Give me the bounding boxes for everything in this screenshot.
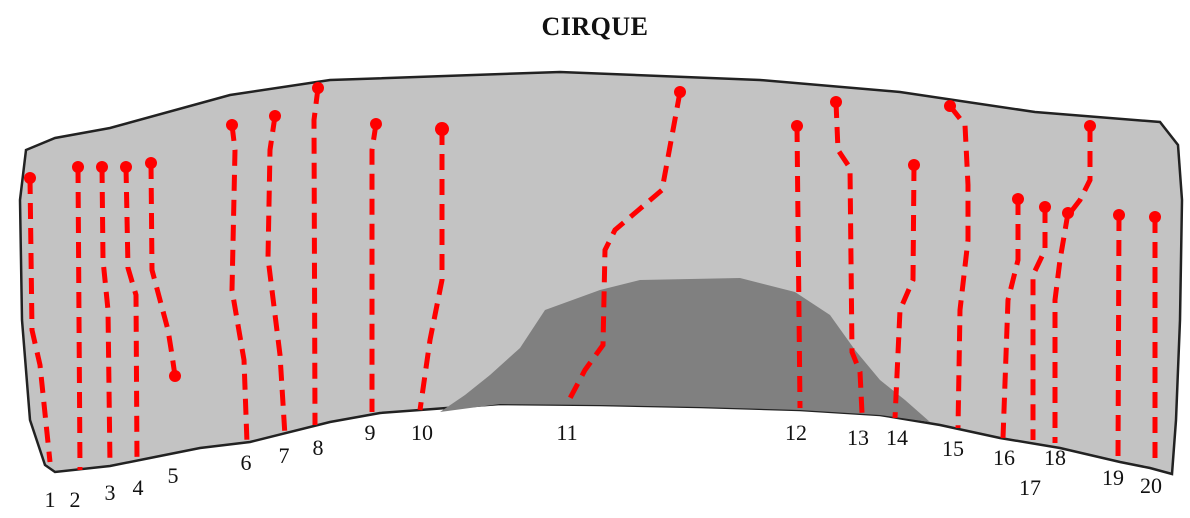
route-number-label: 12 [785,420,807,445]
route-line [369,123,379,412]
route-number-label: 6 [241,450,252,475]
route-line [833,101,865,414]
route-anchor-dot [1012,193,1024,205]
route-line [794,125,803,409]
route-number-label: 15 [942,436,964,461]
route-anchor-dot [370,118,382,130]
route-number-label: 16 [993,445,1015,470]
route-number-label: 4 [133,475,144,500]
route-number-label: 8 [313,435,324,460]
route-number-label: 9 [365,420,376,445]
route-line [1068,126,1093,215]
route-line [148,162,178,377]
cave-shadow [440,278,930,422]
rock-face [18,70,1184,476]
route-line [27,177,53,463]
route-anchor-dot [1113,209,1125,221]
route-line [1030,207,1048,440]
route-anchor-dot [226,119,238,131]
route-number-label: 19 [1102,465,1124,490]
route-anchor-dot [944,100,956,112]
route-line [948,104,971,429]
route-line [229,124,250,444]
route-anchor-dot [169,370,181,382]
route-line [417,129,445,411]
route-anchor-dot [96,161,108,173]
route-line [123,166,140,463]
route-number-label: 7 [279,443,290,468]
route-number-label: 11 [556,420,577,445]
route-number-label: 1 [45,487,56,512]
route-line [1115,214,1122,461]
route-line [565,91,683,404]
route-anchor-dot [435,122,449,136]
route-line [311,87,321,426]
route-number-label: 17 [1019,475,1041,500]
route-anchor-dot [830,96,842,108]
route-number-label: 3 [105,480,116,505]
route-anchor-dot [1084,120,1096,132]
route-anchor-dot [312,82,324,94]
route-anchor-dot [908,159,920,171]
route-number-label: 13 [847,425,869,450]
route-anchor-dot [674,86,686,98]
route-line [1000,199,1021,439]
route-anchor-dot [1039,201,1051,213]
route-anchor-dot [145,157,157,169]
route-number-label: 20 [1140,473,1162,498]
route-anchor-dot [269,110,281,122]
route-anchor-dot [120,161,132,173]
route-anchor-dot [791,120,803,132]
route-line [1052,212,1071,443]
route-number-label: 14 [886,425,908,450]
route-line [75,166,83,471]
route-anchor-dot [1149,211,1161,223]
route-anchor-dot [24,172,36,184]
route-number-label: 2 [70,487,81,512]
route-number-label: 18 [1044,445,1066,470]
route-line [892,164,917,419]
diagram-title: CIRQUE [541,12,649,41]
route-number-label: 10 [411,420,433,445]
route-anchor-dot [72,161,84,173]
route-number-label: 5 [168,463,179,488]
route-anchor-dot [1062,207,1074,219]
